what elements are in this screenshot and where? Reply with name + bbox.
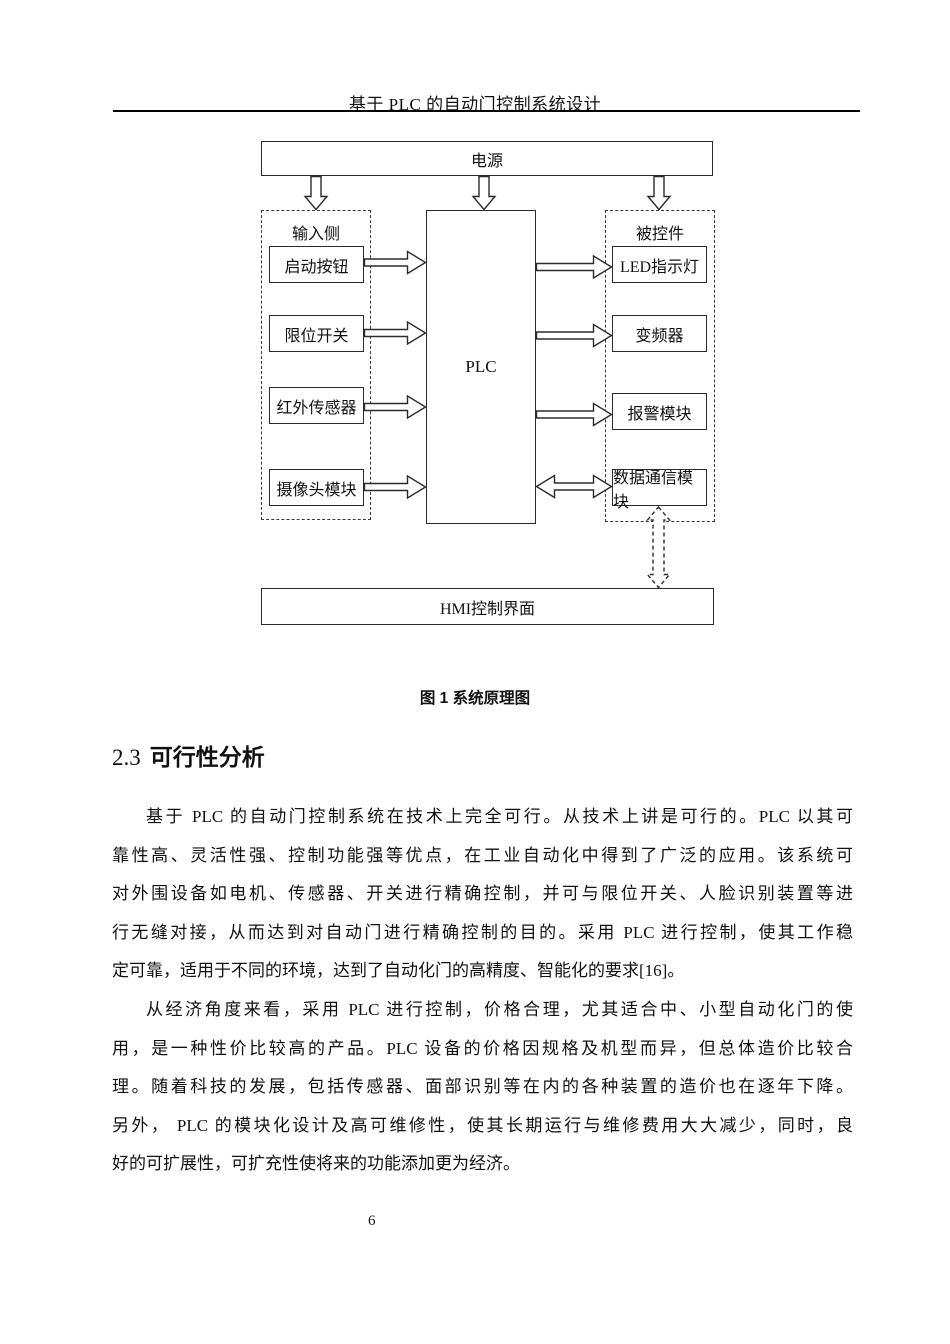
arrow-plc-to-alarm bbox=[535, 402, 613, 427]
node-alarm-module: 报警模块 bbox=[612, 393, 707, 430]
node-hmi: HMI控制界面 bbox=[261, 588, 714, 625]
node-data-comm-module-label: 数据通信模块 bbox=[613, 469, 694, 511]
paragraph-line: 理。随着科技的发展，包括传感器、面部识别等在内的各种装置的造价也在逐年下降。 bbox=[112, 1077, 853, 1097]
arrow-plc-to-led bbox=[535, 254, 613, 280]
paragraph-line: 好的可扩展性，可扩充性使将来的功能添加更为经济。 bbox=[112, 1154, 520, 1174]
section-number: 2.3 bbox=[112, 745, 141, 770]
section-title: 可行性分析 bbox=[149, 744, 265, 770]
paragraph-line: 靠性高、灵活性强、控制功能强等优点，在工业自动化中得到了广泛的应用。该系统可 bbox=[112, 845, 853, 865]
node-limit-switch-label: 限位开关 bbox=[284, 327, 349, 345]
page-number: 6 bbox=[368, 1213, 376, 1229]
node-alarm-module-label: 报警模块 bbox=[627, 405, 692, 423]
figure-caption: 图 1 系统原理图 bbox=[419, 690, 531, 707]
body-text: 基于 PLC 的自动门控制系统在技术上完全可行。从技术上讲是可行的。PLC 以其… bbox=[112, 798, 853, 1184]
arrow-limitswitch-to-plc bbox=[363, 320, 427, 346]
header-rule bbox=[113, 110, 860, 112]
node-camera-module-label: 摄像头模块 bbox=[276, 481, 357, 499]
node-led-indicator: LED指示灯 bbox=[612, 246, 707, 283]
paragraph-line: 从经济角度来看，采用 PLC 进行控制，价格合理，尤其适合中、小型自动化门的使 bbox=[146, 999, 853, 1019]
node-inverter: 变频器 bbox=[612, 315, 707, 352]
node-ir-sensor: 红外传感器 bbox=[269, 387, 364, 424]
node-power: 电源 bbox=[261, 141, 713, 176]
node-start-button-label: 启动按钮 bbox=[284, 258, 349, 276]
node-limit-switch: 限位开关 bbox=[269, 315, 364, 352]
arrow-plc-to-vfd bbox=[535, 323, 613, 348]
node-plc: PLC bbox=[426, 210, 536, 524]
node-power-label: 电源 bbox=[470, 152, 503, 170]
arrow-power-to-inputs bbox=[303, 175, 329, 211]
input-group-label: 输入侧 bbox=[291, 226, 340, 243]
arrow-power-to-plc bbox=[471, 175, 497, 211]
paragraph-line: 定可靠，适用于不同的环境，达到了自动化门的高精度、智能化的要求[16]。 bbox=[112, 961, 685, 981]
paragraph-line: 对外围设备如电机、传感器、开关进行精确控制，并可与限位开关、人脸识别装置等进 bbox=[112, 884, 853, 904]
paragraph-line: 用，是一种性价比较高的产品。PLC 设备的价格因规格及机型而异，但总体造价比较合 bbox=[112, 1038, 853, 1058]
node-camera-module: 摄像头模块 bbox=[269, 469, 364, 506]
node-start-button: 启动按钮 bbox=[269, 246, 364, 283]
node-ir-sensor-label: 红外传感器 bbox=[276, 399, 357, 417]
header-title: 基于 PLC 的自动门控制系统设计 bbox=[348, 95, 602, 114]
arrow-irsensor-to-plc bbox=[363, 394, 427, 420]
paragraph-line: 基于 PLC 的自动门控制系统在技术上完全可行。从技术上讲是可行的。PLC 以其… bbox=[146, 807, 853, 826]
arrow-plc-datacomm-bidirectional bbox=[535, 474, 613, 499]
node-inverter-label: 变频器 bbox=[635, 327, 684, 345]
arrow-startbutton-to-plc bbox=[363, 250, 427, 275]
section-heading: 2.3 可行性分析 bbox=[112, 738, 265, 772]
node-hmi-label: HMI控制界面 bbox=[439, 600, 536, 618]
node-led-indicator-label: LED指示灯 bbox=[619, 258, 700, 276]
arrow-power-to-outputs bbox=[646, 175, 672, 211]
node-plc-label: PLC bbox=[465, 357, 497, 376]
node-data-comm-module: 数据通信模块 bbox=[612, 469, 707, 511]
paragraph-line: 另外， PLC 的模块化设计及高可维修性，使其长期运行与维修费用大大减少，同时，… bbox=[112, 1115, 853, 1135]
paragraph-line: 行无缝对接，从而达到对自动门进行精确控制的目的。采用 PLC 进行控制，使其工作… bbox=[112, 922, 853, 942]
output-group-label: 被控件 bbox=[635, 226, 684, 243]
arrow-camera-to-plc bbox=[363, 474, 427, 500]
